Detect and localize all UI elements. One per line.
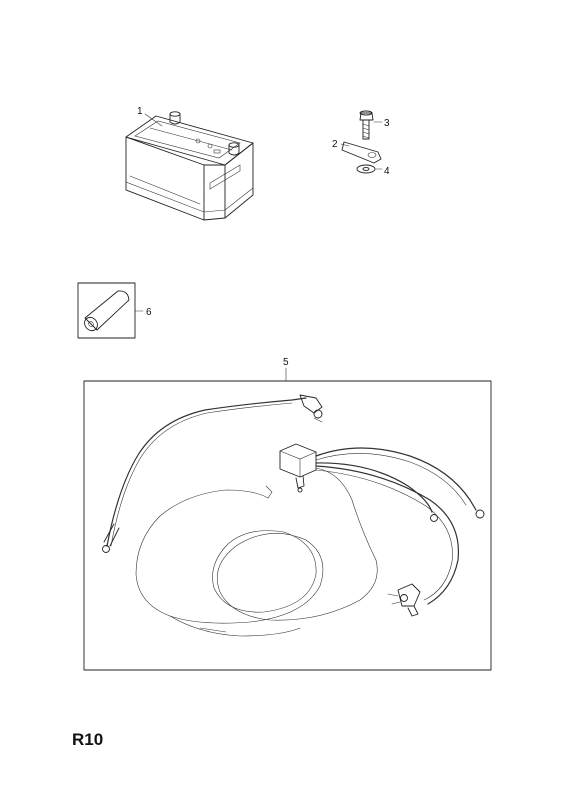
callout-4: 4: [384, 166, 390, 177]
callout-2: 2: [332, 139, 338, 150]
callout-line-1: [144, 113, 163, 127]
sleeve-detail-box: [77, 282, 136, 339]
callout-1: 1: [137, 106, 143, 117]
bolt-illustration: [359, 110, 374, 140]
wiring-harness-illustration: [102, 394, 485, 637]
page-code: R10: [72, 730, 104, 749]
terminal-clamp-illustration: [341, 141, 382, 164]
callout-3: 3: [384, 118, 390, 129]
callout-5: 5: [283, 357, 289, 368]
sleeve-illustration: [84, 290, 130, 332]
callout-6: 6: [146, 307, 152, 318]
battery-illustration: [125, 111, 254, 221]
callout-line-2: [340, 143, 350, 147]
washer-illustration: [356, 164, 376, 174]
wiring-harness-box: [83, 380, 492, 671]
